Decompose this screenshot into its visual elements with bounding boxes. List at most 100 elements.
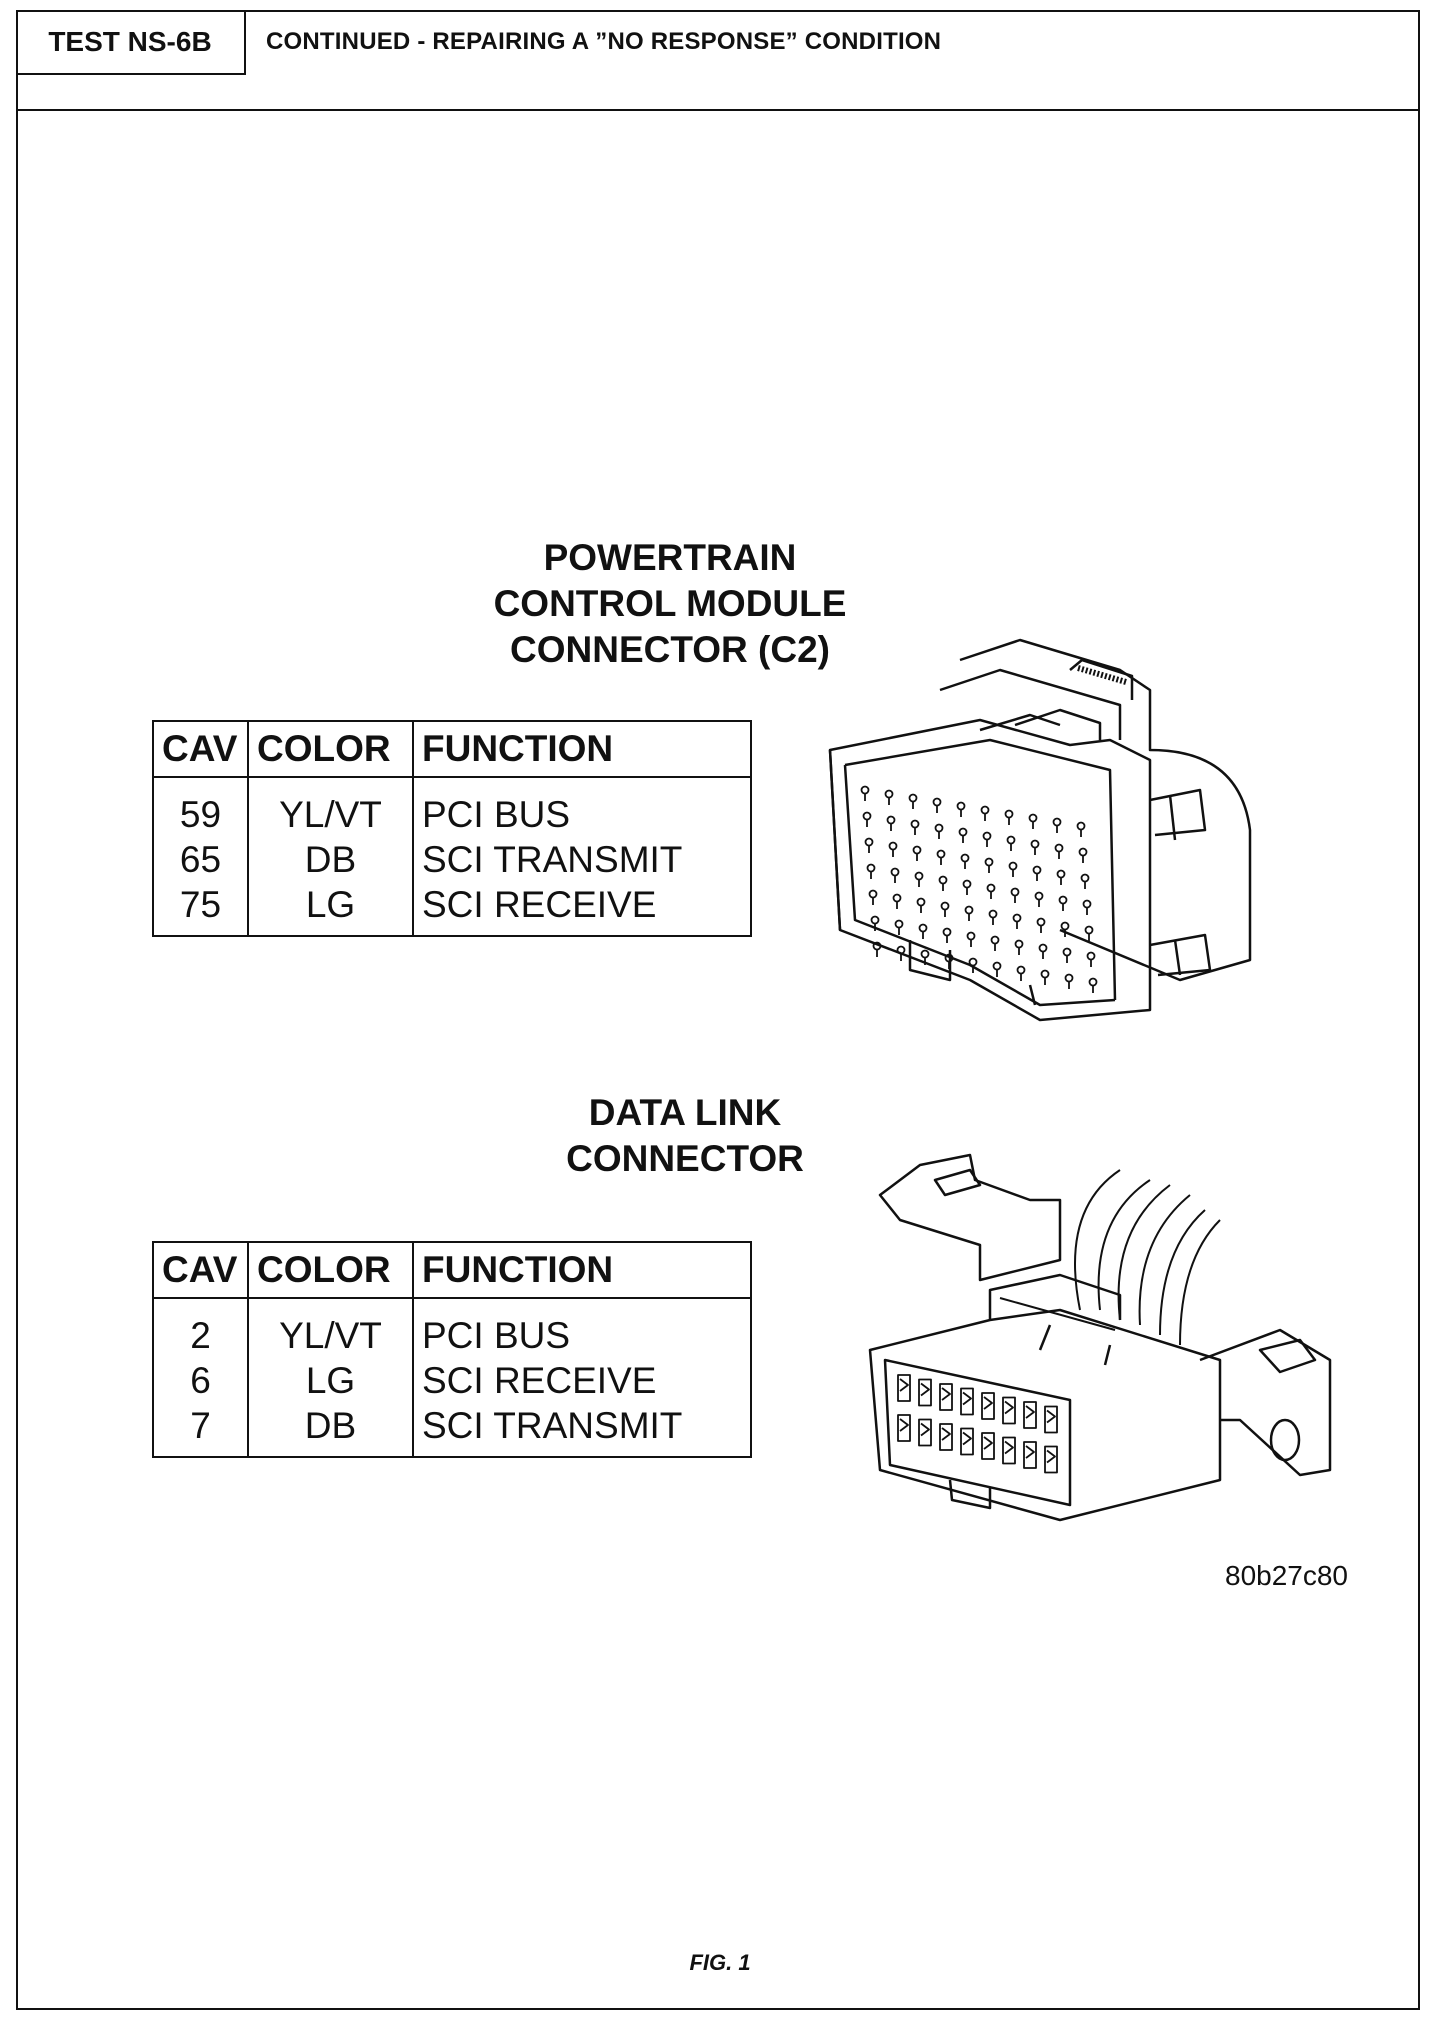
dlc-terminal bbox=[1025, 1405, 1035, 1419]
pin-cavity bbox=[866, 863, 876, 873]
dlc-cavity bbox=[1023, 1401, 1037, 1429]
pin-cavity bbox=[1058, 895, 1068, 905]
dlc-terminal bbox=[962, 1391, 972, 1406]
dlc-title-line: DATA LINK bbox=[588, 1092, 782, 1133]
pin-cavity bbox=[864, 837, 874, 847]
dlc-cavity bbox=[939, 1423, 953, 1451]
test-title: CONTINUED - REPAIRING A ”NO RESPONSE” CO… bbox=[266, 28, 942, 55]
pin-cavity bbox=[958, 827, 968, 837]
pin-cavity bbox=[1078, 847, 1088, 857]
pin-cavity bbox=[1080, 873, 1090, 883]
pin-cavity bbox=[968, 957, 978, 967]
table-row: 7 DB SCI TRANSMIT bbox=[153, 1403, 751, 1457]
test-id-label: TEST NS-6B bbox=[16, 10, 246, 75]
pin-cavity bbox=[956, 801, 966, 811]
col-header-color: COLOR bbox=[248, 721, 414, 778]
dlc-pin-table: CAV COLOR FUNCTION 2 YL/VT PCI BUS 6 LG … bbox=[152, 1241, 752, 1458]
pin-cavity bbox=[1064, 973, 1074, 983]
dlc-terminal bbox=[1046, 1409, 1056, 1424]
dlc-cavity bbox=[1044, 1405, 1058, 1434]
cell-cav: 65 bbox=[153, 837, 249, 882]
cell-function: SCI TRANSMIT bbox=[422, 839, 683, 880]
col-header-function: FUNCTION bbox=[413, 721, 751, 778]
pin-cavity bbox=[860, 785, 870, 795]
dlc-cavity bbox=[1002, 1436, 1016, 1465]
pin-cavity bbox=[964, 905, 974, 915]
pin-cavity bbox=[990, 935, 1000, 945]
pin-cavity bbox=[1054, 843, 1064, 853]
dlc-cavity bbox=[897, 1374, 911, 1402]
dlc-cavity-grid bbox=[897, 1374, 1058, 1474]
pin-cavity bbox=[1010, 887, 1020, 897]
pin-cavity bbox=[992, 961, 1002, 971]
dlc-terminal bbox=[1025, 1445, 1035, 1459]
pin-cavity bbox=[932, 797, 942, 807]
dlc-cavity bbox=[918, 1378, 932, 1407]
pin-cavity bbox=[1084, 925, 1094, 935]
pin-cavity bbox=[1008, 861, 1018, 871]
pin-cavity bbox=[938, 875, 948, 885]
pin-cavity bbox=[868, 889, 878, 899]
cell-cav: 59 bbox=[153, 777, 249, 837]
cell-cav: 7 bbox=[153, 1403, 249, 1457]
page-frame bbox=[16, 10, 1420, 2010]
dlc-terminal bbox=[1004, 1440, 1014, 1455]
header-row bbox=[16, 10, 1420, 111]
cell-function: SCI TRANSMIT bbox=[422, 1405, 683, 1446]
pin-cavity bbox=[1032, 865, 1042, 875]
pin-cavity bbox=[966, 931, 976, 941]
cell-function: SCI RECEIVE bbox=[422, 1360, 657, 1401]
dlc-terminal bbox=[899, 1418, 909, 1432]
dlc-terminal bbox=[899, 1378, 909, 1392]
pin-cavity bbox=[892, 893, 902, 903]
table-row: 2 YL/VT PCI BUS bbox=[153, 1298, 751, 1358]
pin-cavity bbox=[884, 789, 894, 799]
pin-cavity bbox=[1062, 947, 1072, 957]
dlc-cavity bbox=[897, 1414, 911, 1442]
pin-cavity bbox=[918, 923, 928, 933]
pin-cavity bbox=[1004, 809, 1014, 819]
dlc-cavity bbox=[981, 1432, 995, 1460]
pin-cavity bbox=[942, 927, 952, 937]
pin-cavity bbox=[894, 919, 904, 929]
cell-cav: 2 bbox=[153, 1298, 249, 1358]
dlc-terminal bbox=[1046, 1449, 1056, 1464]
pin-cavity bbox=[960, 853, 970, 863]
dlc-cavity bbox=[960, 1387, 974, 1416]
pin-cavity bbox=[912, 845, 922, 855]
col-header-color: COLOR bbox=[248, 1242, 414, 1299]
dlc-terminal bbox=[1004, 1400, 1014, 1415]
pcm-connector-illustration bbox=[828, 638, 1252, 1022]
pin-cavity bbox=[910, 819, 920, 829]
cell-function: PCI BUS bbox=[422, 1315, 571, 1356]
pcm-pin-grid bbox=[860, 785, 1098, 993]
pin-cavity bbox=[1012, 913, 1022, 923]
pin-cavity bbox=[1016, 965, 1026, 975]
pin-cavity bbox=[980, 805, 990, 815]
cell-color: YL/VT bbox=[248, 777, 414, 837]
table-header-row: CAV COLOR FUNCTION bbox=[153, 1242, 751, 1299]
pin-cavity bbox=[1034, 891, 1044, 901]
table-row: 65 DB SCI TRANSMIT bbox=[153, 837, 751, 882]
cell-color: DB bbox=[248, 837, 414, 882]
pin-cavity bbox=[1036, 917, 1046, 927]
dlc-cavity bbox=[939, 1383, 953, 1411]
cell-function: SCI RECEIVE bbox=[422, 884, 657, 925]
cell-color: DB bbox=[248, 1403, 414, 1457]
dlc-title: DATA LINK CONNECTOR bbox=[485, 1090, 885, 1182]
dlc-cavity bbox=[1002, 1396, 1016, 1425]
pin-cavity bbox=[862, 811, 872, 821]
pin-cavity bbox=[916, 897, 926, 907]
figure-code: 80b27c80 bbox=[1225, 1560, 1349, 1591]
dlc-terminal bbox=[983, 1436, 993, 1450]
pcm-connector-title: POWERTRAIN CONTROL MODULE CONNECTOR (C2) bbox=[420, 535, 920, 673]
pin-cavity bbox=[934, 823, 944, 833]
pcm-pin-table: CAV COLOR FUNCTION 59 YL/VT PCI BUS 65 D… bbox=[152, 720, 752, 937]
pin-cavity bbox=[920, 949, 930, 959]
pin-cavity bbox=[962, 879, 972, 889]
pin-cavity bbox=[1088, 977, 1098, 987]
pin-cavity bbox=[1028, 813, 1038, 823]
dlc-cavity bbox=[960, 1427, 974, 1456]
pin-cavity bbox=[936, 849, 946, 859]
pin-cavity bbox=[890, 867, 900, 877]
